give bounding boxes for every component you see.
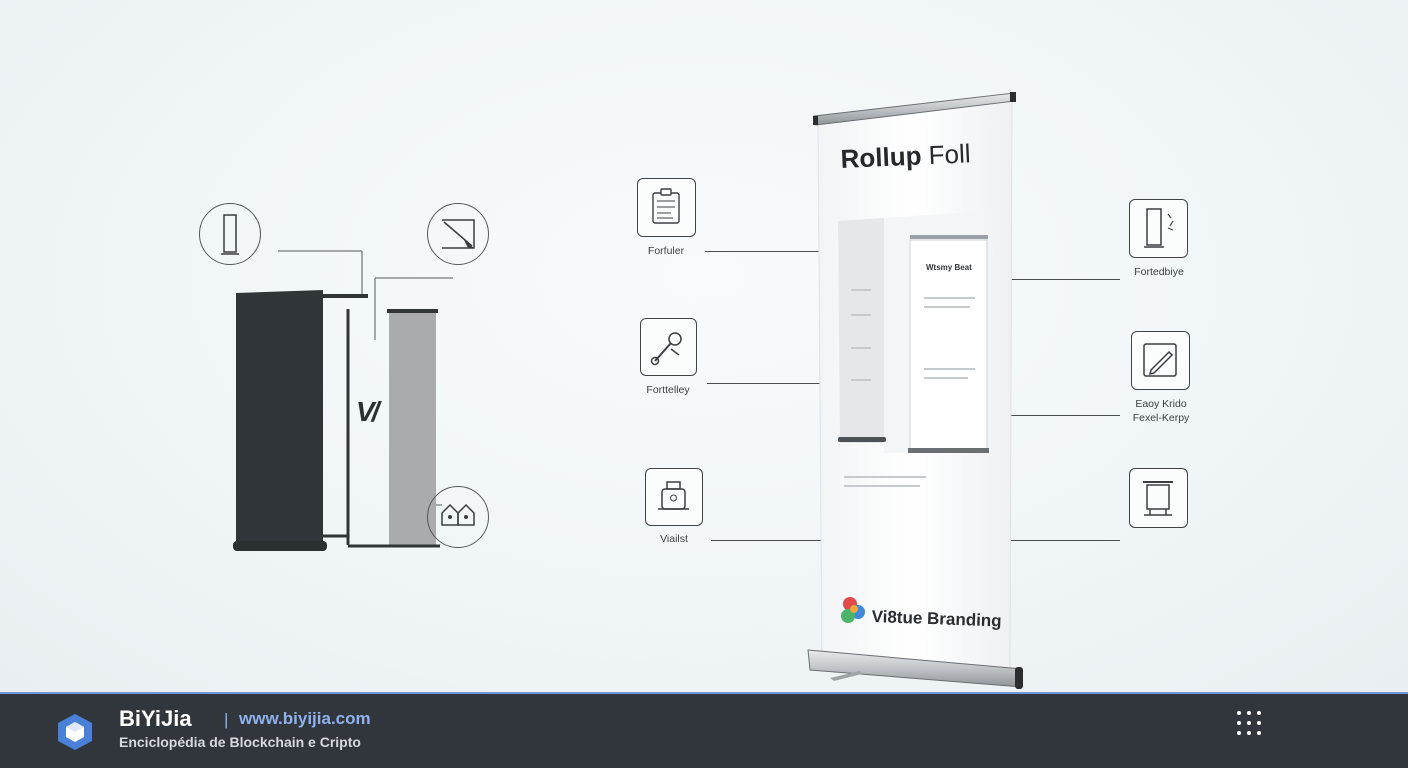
- banner-title: Rollup Foll: [840, 138, 972, 174]
- feature-label: Eaoy Krido Fexel-Kerpy: [1132, 398, 1190, 424]
- feature-label: Viailst: [660, 533, 688, 545]
- callout-line: [1010, 415, 1120, 416]
- package-icon: [645, 468, 703, 526]
- feature-label: Fortedbiye: [1134, 266, 1184, 278]
- folded-banner-circle-icon: [427, 203, 489, 265]
- callout-line: [1010, 279, 1120, 280]
- footer-url-link[interactable]: www.biyijia.com: [239, 709, 371, 728]
- callout-line: [707, 383, 821, 384]
- callout-line: [711, 540, 821, 541]
- banner-stand-icon: [1129, 199, 1188, 258]
- feature-label: Forttelley: [646, 384, 690, 396]
- grid-menu-icon[interactable]: [1236, 710, 1266, 740]
- hexagon-logo-icon: [58, 714, 92, 750]
- feature-label: Forfuler: [647, 245, 685, 257]
- footer-tagline: Enciclopédia de Blockchain e Cripto: [119, 734, 361, 750]
- footer-separator: |: [224, 710, 229, 729]
- wrench-icon: [640, 318, 697, 376]
- brand-logo-icon: [841, 597, 865, 623]
- pencil-icon: [1131, 331, 1190, 390]
- inner-panel-title: Wtsmy Beat: [926, 263, 972, 272]
- tags-circle-icon: [427, 486, 489, 548]
- rollup-banner: [807, 92, 1023, 689]
- banner-stand-circle-icon: [199, 203, 261, 265]
- scene: V/ Forfuler Forttelley Viailst Fortedbiy…: [0, 0, 1408, 692]
- footer-brand: BiYiJia: [119, 706, 192, 731]
- callout-line: [705, 251, 821, 252]
- frame-stand-icon: [1129, 468, 1188, 528]
- letter-mark: V/: [356, 396, 380, 427]
- clipboard-icon: [637, 178, 696, 237]
- footer-bar: BiYiJia | www.biyijia.com Enciclopédia d…: [0, 692, 1408, 768]
- callout-line: [1010, 540, 1120, 541]
